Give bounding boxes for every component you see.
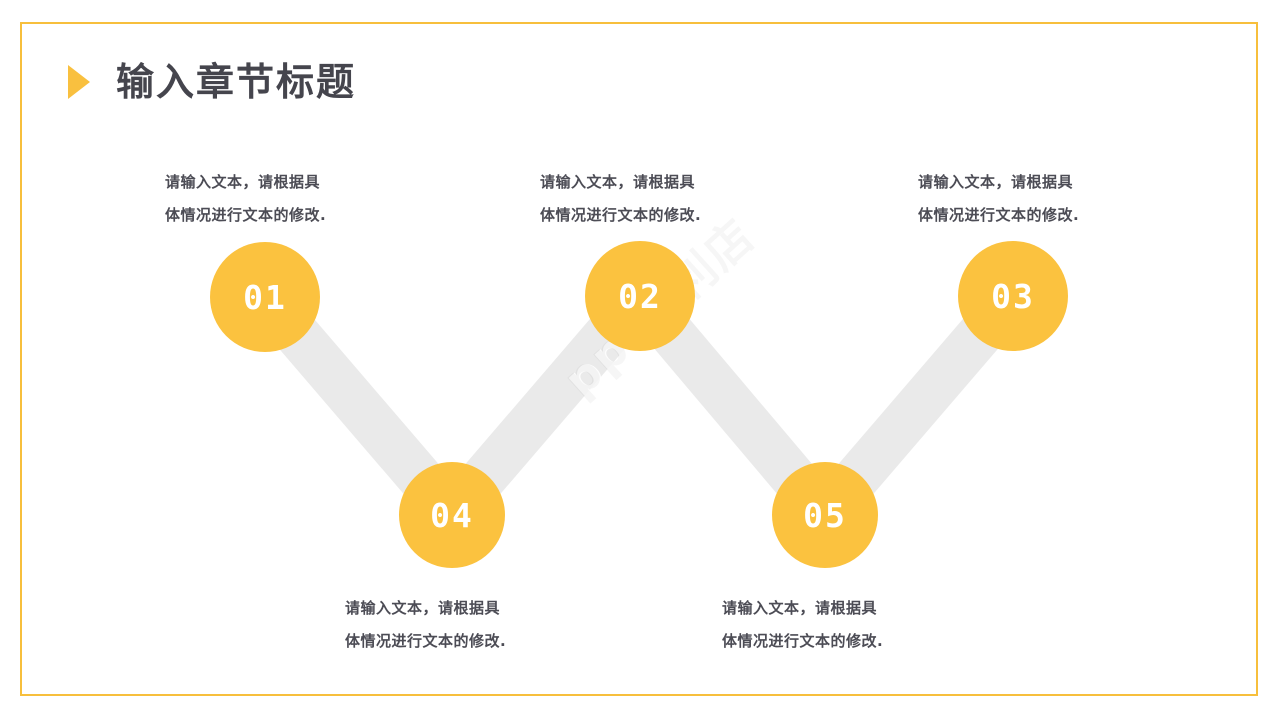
step-node-04[interactable]: 04 (399, 462, 505, 568)
step-number-02: 02 (618, 276, 662, 316)
page-title: 输入章节标题 (116, 60, 357, 104)
step-node-02[interactable]: 02 (585, 241, 695, 351)
triangle-right-icon (68, 65, 90, 99)
step-node-03[interactable]: 03 (958, 241, 1068, 351)
caption-04-line2: 体情况进行文本的修改. (345, 632, 507, 650)
caption-02: 请输入文本，请根据具 体情况进行文本的修改. (540, 166, 800, 232)
caption-02-line1: 请输入文本，请根据具 (540, 173, 696, 191)
slide-header: 输入章节标题 (68, 56, 356, 108)
caption-03: 请输入文本，请根据具 体情况进行文本的修改. (918, 166, 1178, 232)
caption-05: 请输入文本，请根据具 体情况进行文本的修改. (722, 592, 982, 658)
step-number-03: 03 (991, 276, 1035, 316)
step-number-04: 04 (430, 495, 474, 535)
caption-03-line2: 体情况进行文本的修改. (918, 206, 1080, 224)
caption-04-line1: 请输入文本，请根据具 (345, 599, 501, 617)
caption-01: 请输入文本，请根据具 体情况进行文本的修改. (165, 166, 425, 232)
caption-05-line1: 请输入文本，请根据具 (722, 599, 878, 617)
step-node-01[interactable]: 01 (210, 242, 320, 352)
caption-01-line2: 体情况进行文本的修改. (165, 206, 327, 224)
caption-01-line1: 请输入文本，请根据具 (165, 173, 321, 191)
step-node-05[interactable]: 05 (772, 462, 878, 568)
caption-05-line2: 体情况进行文本的修改. (722, 632, 884, 650)
caption-04: 请输入文本，请根据具 体情况进行文本的修改. (345, 592, 605, 658)
caption-03-line1: 请输入文本，请根据具 (918, 173, 1074, 191)
step-number-05: 05 (803, 495, 847, 535)
step-number-01: 01 (243, 277, 287, 317)
caption-02-line2: 体情况进行文本的修改. (540, 206, 702, 224)
